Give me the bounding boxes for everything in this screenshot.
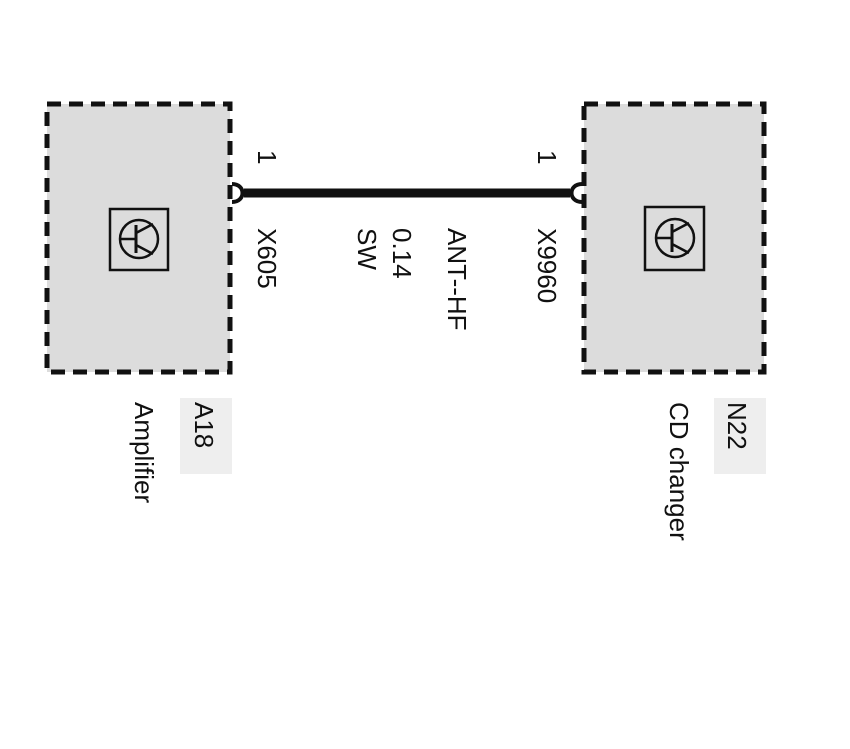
connector-label-x9960: X9960 [532, 228, 562, 303]
pin-label-left: 1 [252, 150, 282, 164]
amplifier-designation: A18 [189, 402, 219, 448]
wire-signal-label: ANT--HF [442, 228, 472, 331]
cd-changer-name: CD changer [664, 402, 694, 541]
pin-label-right: 1 [532, 150, 562, 164]
wire-cross-section-label: 0.14 [387, 228, 417, 279]
amplifier-name: Amplifier [129, 402, 159, 503]
amplifier-designation-backdrop [180, 398, 232, 474]
wire-color-label: SW [352, 228, 382, 270]
cd-changer-box[interactable] [581, 101, 767, 375]
transistor-symbol-icon [108, 207, 170, 272]
connector-x9960-hook [569, 182, 583, 204]
amplifier-box[interactable] [44, 101, 233, 375]
connector-x605-hook [231, 182, 245, 204]
transistor-symbol-icon [643, 205, 706, 272]
cd-changer-designation-backdrop [714, 398, 766, 474]
cd-changer-designation: N22 [722, 402, 752, 450]
connector-label-x605: X605 [252, 228, 282, 289]
cd-changer-component[interactable] [581, 101, 767, 375]
amplifier-component[interactable] [44, 101, 233, 375]
